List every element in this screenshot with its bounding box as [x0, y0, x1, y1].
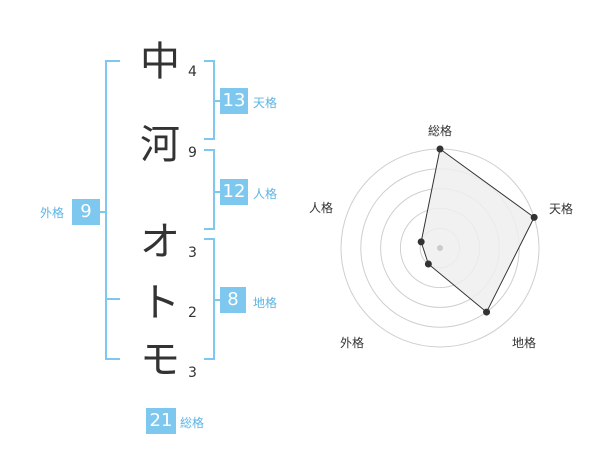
radar-axis-label-jinkaku: 人格 [309, 201, 334, 215]
name-char-2: 河 [140, 122, 180, 168]
gaikaku-value-badge: 9 [72, 199, 100, 225]
tenkaku-value-badge: 13 [220, 88, 248, 114]
jinkaku-label: 人格 [253, 187, 278, 201]
chikaku-label: 地格 [253, 296, 278, 310]
stroke-count-3: 3 [188, 245, 197, 261]
gaikaku-bracket [105, 60, 120, 360]
stroke-count-4: 2 [188, 305, 197, 321]
radar-axis-label-gaikaku: 外格 [340, 336, 365, 350]
radar-polygon [420, 148, 535, 313]
jinkaku-value-badge: 12 [220, 179, 248, 205]
tenkaku-label: 天格 [253, 96, 278, 110]
radar-point-1 [530, 213, 538, 221]
radar-point-4 [417, 238, 425, 246]
name-char-4: ト [140, 280, 180, 326]
stroke-count-5: 3 [188, 365, 197, 381]
name-char-1: 中 [140, 39, 180, 85]
radar-axis-label-chikaku: 地格 [512, 336, 537, 350]
radar-point-2 [483, 308, 491, 316]
soukaku-value-badge: 21 [146, 408, 176, 434]
radar-point-3 [424, 260, 432, 268]
gaikaku-label: 外格 [40, 206, 65, 220]
stroke-count-2: 9 [188, 145, 197, 161]
chikaku-value-badge: 8 [220, 287, 246, 313]
jinkaku-bracket [204, 149, 215, 230]
stroke-count-1: 4 [188, 64, 197, 80]
name-char-5: モ [140, 337, 180, 383]
radar-axis-label-tenkaku: 天格 [549, 202, 574, 216]
soukaku-label: 総格 [180, 416, 205, 430]
name-char-3: オ [140, 219, 180, 265]
radar-point-0 [436, 145, 444, 153]
radar-axis-label-soukaku: 総格 [428, 124, 453, 138]
radar-center-dot [437, 245, 443, 251]
